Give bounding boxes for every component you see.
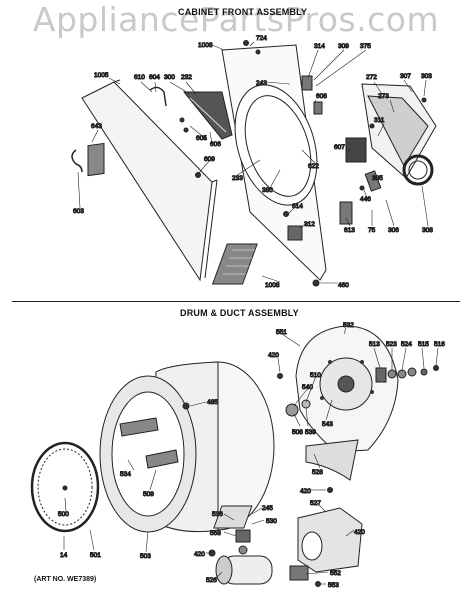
callout: 536 xyxy=(212,511,223,518)
callout: 551 xyxy=(276,329,287,336)
callout: 526 xyxy=(206,577,217,584)
callout: 232 xyxy=(181,74,192,81)
callout: 308 xyxy=(422,227,433,234)
callout: 309 xyxy=(338,43,349,50)
callout: 311 xyxy=(374,117,385,124)
callout: 305 xyxy=(372,175,383,182)
callout: 558 xyxy=(210,530,221,537)
callout: 552 xyxy=(330,570,341,577)
callout: 530 xyxy=(266,518,277,525)
callout: 528 xyxy=(312,469,323,476)
callout: 75 xyxy=(368,227,376,234)
callout: 523 xyxy=(386,341,397,348)
lint-trap-duct[interactable] xyxy=(305,439,359,481)
callout: 307 xyxy=(400,73,411,80)
callout: 539 xyxy=(305,429,316,436)
callout: 233 xyxy=(232,175,243,182)
callout: 446 xyxy=(360,196,371,203)
cabinet-front-title: CABINET FRONT ASSEMBLY xyxy=(178,7,308,17)
callout: 420 xyxy=(300,488,311,495)
drive-motor[interactable] xyxy=(215,555,273,585)
front-drum-seal[interactable] xyxy=(30,441,100,533)
callout: 306 xyxy=(388,227,399,234)
callout: 524 xyxy=(401,341,412,348)
callout: 1008 xyxy=(198,42,213,49)
callout: 243 xyxy=(256,80,267,87)
callout: 516 xyxy=(434,341,445,348)
callout: 460 xyxy=(338,282,349,289)
door-latch-strike[interactable] xyxy=(87,142,105,177)
callout: 527 xyxy=(310,500,321,507)
callout: 609 xyxy=(204,156,215,163)
callout: 14 xyxy=(60,552,68,559)
callout: 553 xyxy=(328,582,339,589)
callout: 508 xyxy=(292,429,303,436)
door-panel[interactable] xyxy=(81,81,213,282)
idler-bracket[interactable] xyxy=(213,505,253,529)
tumbler-seal[interactable] xyxy=(402,154,434,186)
callout: 272 xyxy=(366,74,377,81)
screw[interactable] xyxy=(312,279,320,287)
callout: 606 xyxy=(210,141,221,148)
door-stop[interactable] xyxy=(71,149,83,173)
callout: 613 xyxy=(344,227,355,234)
roller-shaft[interactable] xyxy=(375,367,387,383)
callout: 485 xyxy=(207,399,218,406)
door-switch[interactable] xyxy=(301,75,313,91)
art-number: (ART NO. WE7389) xyxy=(34,576,97,583)
door-latch[interactable] xyxy=(287,225,303,241)
callout: 503 xyxy=(140,553,151,560)
callout: 510 xyxy=(310,372,321,379)
callout: 501 xyxy=(90,552,101,559)
callout: 273 xyxy=(378,93,389,100)
drum-baffle[interactable] xyxy=(119,417,159,437)
callout: 303 xyxy=(421,73,432,80)
blower-housing[interactable] xyxy=(297,507,363,573)
callout: 608 xyxy=(316,93,327,100)
callout: 513 xyxy=(369,341,380,348)
callout: 614 xyxy=(292,203,303,210)
callout: 622 xyxy=(308,163,319,170)
callout: 643 xyxy=(91,123,102,130)
glide[interactable] xyxy=(339,201,353,225)
drum-duct-title: DRUM & DUCT ASSEMBLY xyxy=(180,308,299,318)
section-divider xyxy=(12,301,460,302)
callout: 245 xyxy=(262,505,273,512)
callout: 1005 xyxy=(94,72,109,79)
callout: 610 xyxy=(134,74,145,81)
roller-support[interactable] xyxy=(364,170,382,192)
callout: 420 xyxy=(268,352,279,359)
callout: 380 xyxy=(262,187,273,194)
callout: 314 xyxy=(314,43,325,50)
callout: 420 xyxy=(194,551,205,558)
callout: 515 xyxy=(418,341,429,348)
callout: 603 xyxy=(73,208,84,215)
callout: 532 xyxy=(343,322,354,329)
callout: 534 xyxy=(120,471,131,478)
callout: 543 xyxy=(322,421,333,428)
callout: 540 xyxy=(302,384,313,391)
callout: 605 xyxy=(196,135,207,142)
callout: 420 xyxy=(354,529,365,536)
callout: 1008 xyxy=(265,282,280,289)
rear-bearing[interactable] xyxy=(285,403,299,417)
callout: 300 xyxy=(164,74,175,81)
callout: 500 xyxy=(58,511,69,518)
watermark: AppliancePartsPros.com xyxy=(32,0,440,39)
blower-wheel[interactable] xyxy=(289,565,309,581)
callout: 604 xyxy=(149,74,160,81)
hinge[interactable] xyxy=(149,86,167,107)
callout: 724 xyxy=(256,35,267,42)
idler-pulley[interactable] xyxy=(235,529,251,543)
callout: 509 xyxy=(143,491,154,498)
switch-bracket[interactable] xyxy=(313,101,323,115)
callout: 375 xyxy=(360,43,371,50)
callout: 607 xyxy=(334,144,345,151)
callout: 312 xyxy=(304,221,315,228)
